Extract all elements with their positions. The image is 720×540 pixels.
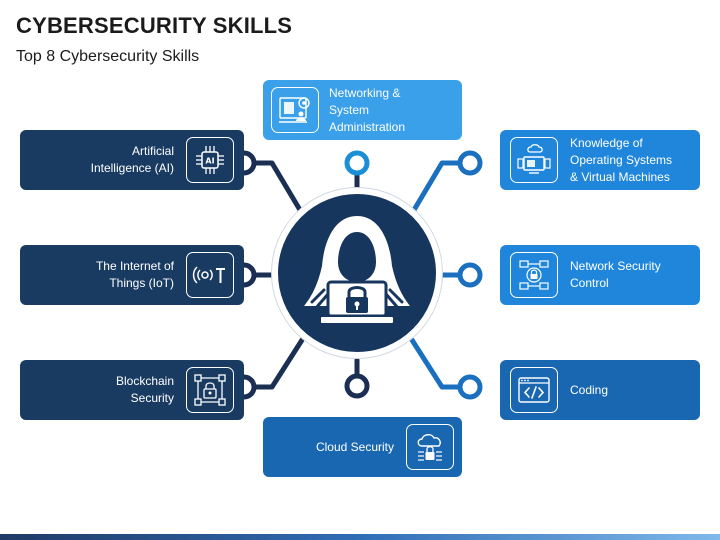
- skill-card-ai: Artificial Intelligence (AI) AI: [20, 130, 244, 190]
- hub-circle: [272, 188, 442, 358]
- skill-label-iot: The Internet of Things (IoT): [95, 259, 174, 290]
- hacker-laptop-icon: [304, 216, 410, 325]
- skill-label-netsec: Network Security Control: [570, 259, 661, 290]
- skill-label-cloud: Cloud Security: [315, 439, 394, 454]
- blockchain-lock-icon: [186, 367, 234, 413]
- network-security-icon: [510, 252, 558, 298]
- page-subtitle: Top 8 Cybersecurity Skills: [16, 48, 200, 65]
- skill-label-blockchain: Blockchain Security: [115, 374, 174, 405]
- skill-card-networking: Networking & System Administration: [263, 80, 462, 140]
- skill-label-coding: Coding: [570, 382, 609, 397]
- operating-system-icon: [510, 137, 558, 183]
- cloud-security-icon: [406, 424, 454, 470]
- node-cloud: [344, 373, 370, 399]
- skill-card-blockchain: Blockchain Security: [20, 360, 244, 420]
- node-netsec: [457, 262, 483, 288]
- network-admin-icon: [271, 87, 319, 133]
- skill-card-iot: The Internet of Things (IoT): [20, 245, 244, 305]
- skill-label-ai: Artificial Intelligence (AI): [90, 144, 174, 175]
- bottom-accent-bar: [0, 534, 720, 540]
- skill-card-os: Knowledge of Operating Systems & Virtual…: [500, 130, 700, 190]
- node-coding: [457, 374, 483, 400]
- node-networking: [344, 150, 370, 176]
- page-title: CYBERSECURITY SKILLS: [16, 13, 293, 38]
- skill-label-os: Knowledge of Operating Systems & Virtual…: [570, 135, 673, 184]
- code-icon: [510, 367, 558, 413]
- skill-card-cloud: Cloud Security: [263, 417, 462, 477]
- iot-icon: [186, 252, 234, 298]
- skill-card-coding: Coding: [500, 360, 700, 420]
- node-os: [457, 150, 483, 176]
- svg-text:AI: AI: [205, 157, 214, 166]
- ai-chip-icon: AI: [186, 137, 234, 183]
- skill-card-netsec: Network Security Control: [500, 245, 700, 305]
- skill-label-networking: Networking & System Administration: [329, 85, 406, 134]
